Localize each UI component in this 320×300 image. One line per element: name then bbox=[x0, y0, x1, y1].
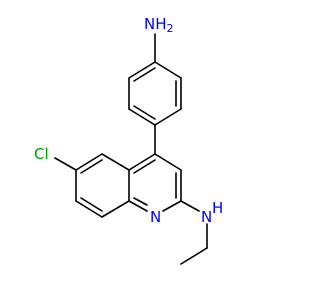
amine-side-n-label: N bbox=[201, 208, 212, 226]
bond-n1-c8a-inner bbox=[133, 197, 148, 206]
bond-c2-nh bbox=[180, 200, 200, 212]
bond-ph6-ph1-inner bbox=[133, 67, 156, 82]
bond-ch2-ch3 bbox=[180, 247, 208, 265]
amine-side-h-label: H bbox=[212, 199, 223, 217]
chlorine-label: Cl bbox=[34, 145, 49, 163]
ring-nitrogen-label: N bbox=[150, 208, 161, 226]
bond-c4a-c4 bbox=[128, 153, 156, 171]
molecule-structure: NH2 Cl N H N bbox=[34, 15, 223, 265]
bond-ph3-ph4 bbox=[154, 108, 182, 126]
bond-c6-cl bbox=[54, 157, 77, 171]
bond-ph6-ph1 bbox=[128, 61, 156, 79]
bond-c4a-c5 bbox=[101, 153, 130, 171]
bond-c7-c8 bbox=[75, 200, 103, 218]
bond-ph4-ph5-inner bbox=[133, 105, 156, 120]
atom-labels: NH2 Cl N H N bbox=[34, 15, 223, 226]
bond-c5-c6 bbox=[75, 153, 103, 171]
bond-n1-c8a bbox=[128, 200, 148, 212]
bond-c8-c8a bbox=[101, 200, 130, 218]
amine-nh2-text: NH bbox=[144, 15, 167, 33]
bond-c4a-c4-inner bbox=[133, 159, 156, 174]
amine-nh2-subscript: 2 bbox=[167, 22, 174, 35]
amine-nh2-label: NH2 bbox=[144, 15, 174, 35]
bond-ph1-ph2 bbox=[154, 61, 182, 79]
bond-c2-n1 bbox=[162, 200, 182, 212]
bond-ph4-ph5 bbox=[128, 108, 156, 126]
bond-c5-c6-inner bbox=[80, 159, 103, 174]
bonds bbox=[54, 33, 208, 265]
bond-c4-c3 bbox=[154, 153, 182, 171]
bond-c7-c8-inner bbox=[80, 197, 103, 212]
